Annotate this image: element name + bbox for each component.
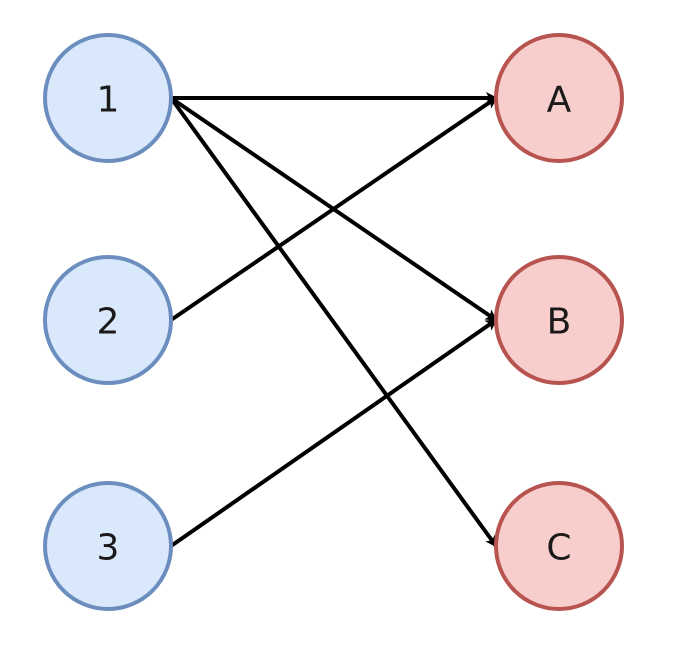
node-2: 2 [43,255,173,385]
node-B-label: B [547,302,572,343]
node-A-label: A [547,80,572,121]
node-B-circle [494,255,624,385]
node-3-label: 3 [97,528,120,569]
edge-2-to-A [169,96,498,322]
node-1-label: 1 [97,80,120,121]
node-2-label: 2 [97,302,120,343]
node-C-label: C [546,528,571,569]
node-1: 1 [43,33,173,163]
edge-3-to-B [169,318,498,548]
node-2-circle [43,255,173,385]
node-1-circle [43,33,173,163]
edges-layer [169,92,498,548]
node-A: A [494,33,624,163]
node-A-circle [494,33,624,163]
node-3: 3 [43,481,173,611]
node-C: C [494,481,624,611]
node-B: B [494,255,624,385]
edge-1-to-C [169,96,498,548]
nodes-layer: 1 2 3 A B C [43,33,624,611]
node-C-circle [494,481,624,611]
node-3-circle [43,481,173,611]
